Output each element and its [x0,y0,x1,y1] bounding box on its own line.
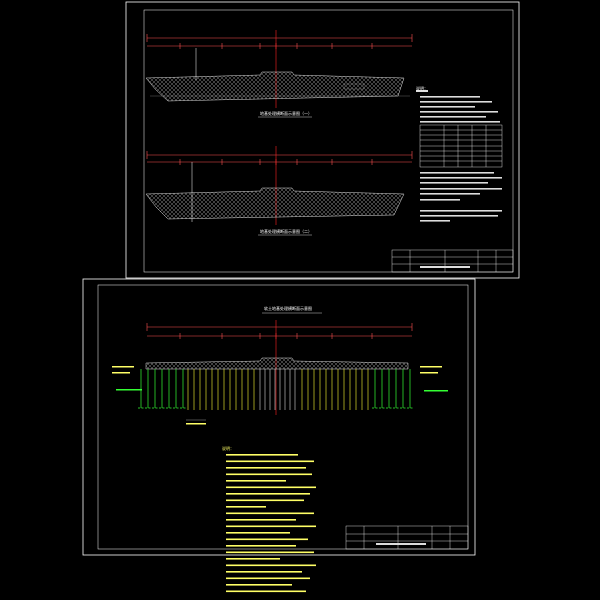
sheet-bottom-dimension-line [146,323,413,339]
section1-dimension-line [146,34,413,49]
note-line [226,519,296,521]
sheet-top-title-block [391,249,514,273]
sheet-top[interactable] [125,1,520,279]
note-line [226,558,280,560]
sheet-bottom-notes-heading: 说明： [222,446,234,451]
note-line [226,590,306,593]
section2-caption: 地基处理横断面示意图（二） [260,229,312,234]
note-line [226,473,312,476]
sheet-top-parameter-table [419,124,503,168]
note-line [226,493,310,495]
note-line [226,506,266,508]
sheet-bottom-outer-border [82,278,476,556]
middle-yellow-pile-group [187,369,369,410]
note-line [226,545,296,547]
sheet-bottom-side-labels [112,366,448,425]
sheet-bottom-title-block [345,525,469,550]
sheet-top-notes [416,90,502,222]
note-line [226,525,316,528]
note-line [226,564,316,567]
note-line [226,454,298,456]
sheet-bottom[interactable] [82,278,476,593]
section1-caption: 地基处理横断面示意图（一） [260,111,312,116]
note-line [226,486,316,489]
note-line [226,512,314,515]
sheet-bottom-embankment [145,357,409,370]
note-line [226,480,286,482]
section1-label-box [343,83,365,90]
section1-embankment [145,71,405,102]
right-green-pile-group [372,369,413,409]
sheet-top-notes-heading: 说明： [416,86,428,91]
note-line [226,532,290,534]
section2-dimension-line [146,151,413,165]
note-line [226,499,304,502]
note-line [226,460,314,463]
sheet-bottom-title: 软土地基处理横断面示意图 [264,306,312,311]
note-line [226,584,292,586]
note-line [226,551,314,554]
center-white-pile-group [259,369,296,410]
left-green-pile-group [138,369,186,409]
sheet-bottom-inner-border [97,284,469,550]
note-line [226,538,308,541]
note-line [226,571,302,573]
section2-embankment [145,187,405,220]
sheet-bottom-notes [226,454,316,593]
sheet-top-inner-border [143,9,514,273]
note-line [226,467,306,469]
note-line [226,577,310,580]
